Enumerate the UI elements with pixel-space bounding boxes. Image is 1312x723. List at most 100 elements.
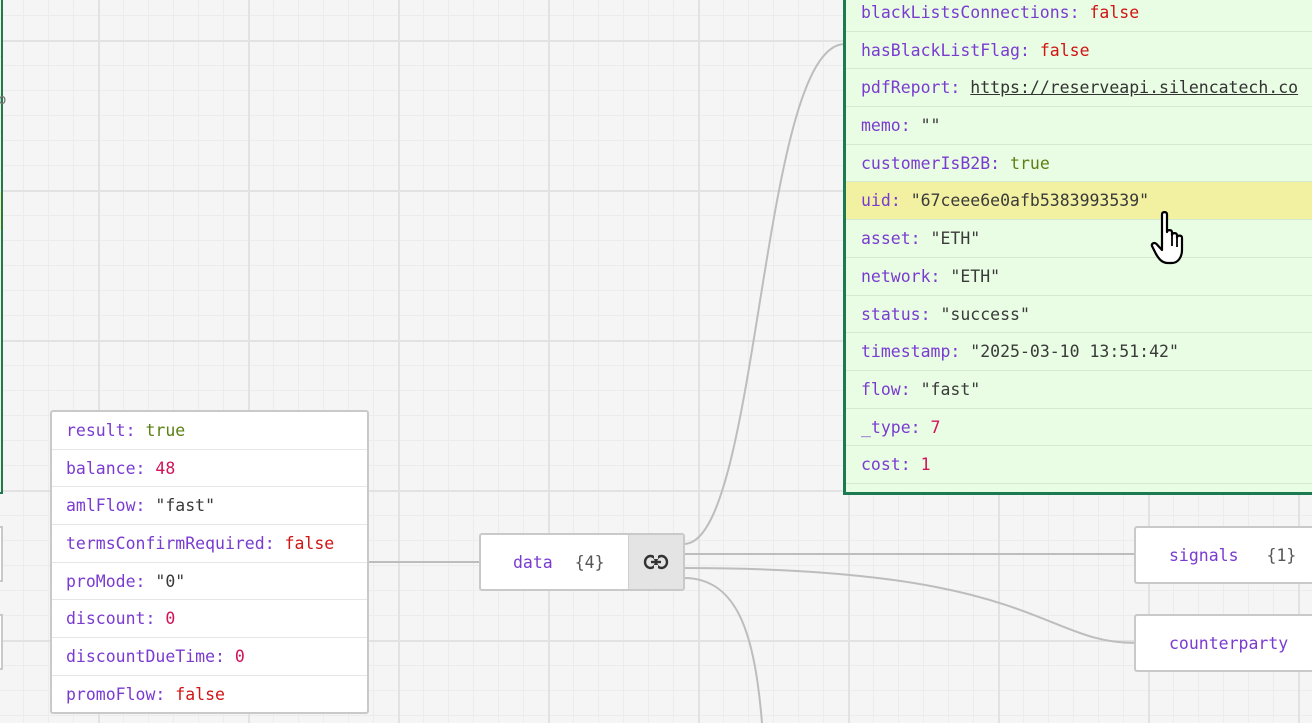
property-key: customerIsB2B: [861, 153, 991, 173]
selected-node-row-network[interactable]: network: "ETH": [846, 258, 1312, 296]
key-separator: :: [135, 458, 156, 478]
result-node-row-amlFlow[interactable]: amlFlow: "fast": [52, 487, 367, 526]
property-value: false: [1039, 40, 1090, 60]
key-separator: :: [215, 647, 235, 667]
key-separator: :: [910, 229, 931, 249]
key-separator: :: [900, 379, 921, 399]
link-icon: [643, 554, 669, 570]
edge-data-to-big-node: [683, 43, 846, 545]
property-key: proMode: [66, 571, 136, 591]
selected-node-row-pdfReport[interactable]: pdfReport: https://reserveapi.silencatec…: [846, 69, 1312, 108]
property-key: memo: [861, 116, 901, 136]
property-value: "fast": [155, 496, 216, 516]
link-button[interactable]: [627, 535, 683, 589]
selected-node-row-memo[interactable]: memo: "": [846, 107, 1312, 145]
property-value: 0: [165, 609, 176, 629]
counterparty-node-label: counterparty: [1169, 633, 1289, 653]
selected-node-row-customerIsB2B[interactable]: customerIsB2B: true: [846, 145, 1312, 183]
property-value: "ETH": [930, 229, 981, 249]
edge-data-to-counterparty: [683, 567, 1137, 644]
property-key: pdfReport: [861, 78, 951, 98]
property-key: status: [861, 304, 921, 324]
signals-node-label: signals: [1169, 545, 1239, 565]
property-value: true: [145, 421, 186, 440]
property-key: result: [66, 421, 126, 440]
property-value: false: [1089, 3, 1140, 22]
selected-node-row-timestamp[interactable]: timestamp: "2025-03-10 13:51:42": [846, 333, 1312, 371]
key-separator: :: [125, 421, 146, 440]
key-separator: :: [135, 571, 156, 591]
edge-data-to-below: [683, 577, 763, 723]
data-node[interactable]: data {4}: [479, 533, 685, 591]
property-value: "ETH": [950, 266, 1001, 286]
result-node-row-promoFlow[interactable]: promoFlow: false: [52, 676, 367, 712]
result-node-row-termsConfirmRequired[interactable]: termsConfirmRequired: false: [52, 525, 367, 563]
key-separator: :: [920, 304, 941, 324]
selected-node-row-cost[interactable]: cost: 1: [846, 446, 1312, 484]
property-key: _type: [861, 417, 911, 437]
property-value: "fast": [920, 379, 981, 399]
key-separator: :: [930, 266, 951, 286]
property-key: uid: [861, 191, 891, 211]
counterparty-node[interactable]: counterparty: [1134, 614, 1312, 672]
property-value[interactable]: https://reserveapi.silencatech.co: [970, 78, 1299, 98]
property-value: 48: [155, 458, 176, 478]
property-value: false: [175, 684, 225, 704]
property-key: discount: [66, 609, 146, 629]
property-value: "2025-03-10 13:51:42": [970, 342, 1179, 362]
property-key: termsConfirmRequired: [66, 534, 265, 554]
left-node-partial[interactable]: o: [0, 0, 7, 494]
selected-node-row-blackListsConnections[interactable]: blackListsConnections: false: [846, 0, 1312, 32]
selected-node-row-_type[interactable]: _type: 7: [846, 409, 1312, 447]
key-separator: :: [145, 609, 166, 629]
property-value: "": [920, 116, 941, 136]
left-node-text-fragment: o: [0, 92, 7, 108]
property-value: "67ceee6e0afb5383993539": [910, 191, 1150, 211]
property-key: amlFlow: [66, 496, 136, 516]
property-value: 0: [234, 647, 245, 667]
signals-node-count: {1}: [1266, 545, 1297, 565]
property-value: "success": [940, 304, 1030, 324]
property-key: timestamp: [861, 342, 951, 362]
result-node-row-discountDueTime[interactable]: discountDueTime: 0: [52, 638, 367, 676]
key-separator: :: [990, 153, 1011, 173]
key-separator: :: [1019, 40, 1040, 60]
data-node-label-area[interactable]: data {4}: [481, 535, 628, 589]
result-node-row-result[interactable]: result: true: [52, 412, 367, 450]
key-separator: :: [135, 496, 156, 516]
left-stub-node-1[interactable]: [0, 526, 3, 582]
key-separator: :: [264, 534, 285, 554]
left-stub-node-2[interactable]: [0, 614, 3, 670]
key-separator: :: [900, 116, 921, 136]
property-key: discountDueTime: [66, 647, 216, 667]
selected-node-row-flow[interactable]: flow: "fast": [846, 371, 1312, 409]
key-separator: :: [910, 417, 931, 437]
property-key: network: [861, 266, 931, 286]
property-value: "0": [155, 571, 186, 591]
property-value: true: [1010, 153, 1050, 173]
key-separator: :: [950, 78, 971, 98]
key-separator: :: [155, 684, 176, 704]
key-separator: :: [950, 342, 971, 362]
data-node-count: {4}: [574, 552, 605, 572]
property-key: hasBlackListFlag: [861, 40, 1020, 60]
selected-node-row-uid[interactable]: uid: "67ceee6e0afb5383993539": [846, 182, 1312, 221]
selected-node-row-hasBlackListFlag[interactable]: hasBlackListFlag: false: [846, 32, 1312, 70]
property-value: false: [284, 534, 335, 554]
selected-node-row-status[interactable]: status: "success": [846, 296, 1312, 334]
result-node-row-balance[interactable]: balance: 48: [52, 450, 367, 488]
property-key: balance: [66, 458, 136, 478]
left-node-highlight-row: [0, 192, 1, 230]
result-node-row-discount[interactable]: discount: 0: [52, 600, 367, 639]
signals-node[interactable]: signals {1}: [1134, 526, 1312, 584]
selected-node-row-asset[interactable]: asset: "ETH": [846, 220, 1312, 258]
property-key: asset: [861, 229, 911, 249]
key-separator: :: [890, 191, 911, 211]
property-key: blackListsConnections: [861, 3, 1070, 22]
property-value: 1: [920, 455, 931, 475]
property-key: cost: [861, 455, 901, 475]
data-node-label: data: [513, 552, 553, 572]
result-node-row-proMode[interactable]: proMode: "0": [52, 563, 367, 601]
